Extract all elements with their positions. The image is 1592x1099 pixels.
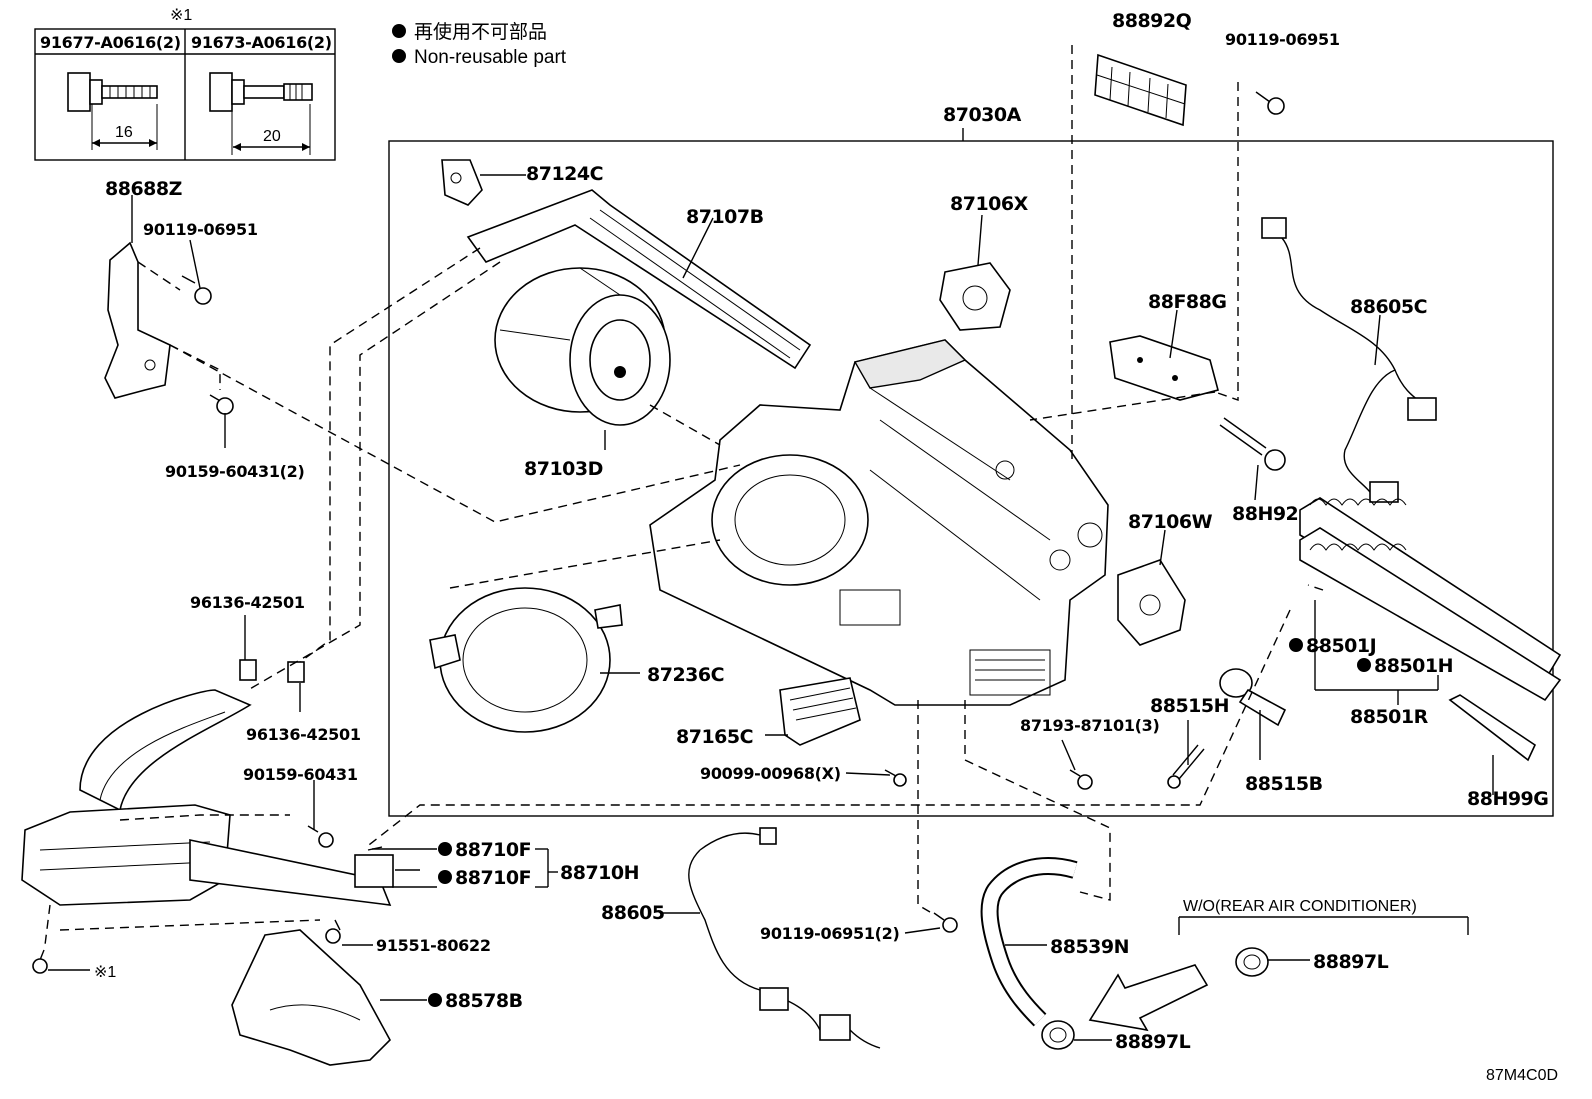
label-88578b: 88578B — [445, 990, 523, 1012]
seal-88578b-icon — [231, 929, 391, 1066]
blower-motor-87103d-icon — [494, 267, 671, 426]
label-88539n: 88539N — [1050, 936, 1129, 958]
hvac-case-icon — [649, 339, 1109, 706]
label-87193-87101-3: 87193-87101(3) — [1020, 716, 1160, 735]
label-90119-06951-2: 90119-06951(2) — [760, 924, 900, 943]
label-87165c: 87165C — [676, 726, 753, 748]
note-part-1: 91677-A0616(2) — [40, 33, 181, 52]
label-90119-06951-top: 90119-06951 — [1225, 30, 1340, 49]
label-88515h: 88515H — [1150, 695, 1229, 717]
bolt-88515h-icon — [1167, 744, 1205, 789]
duct-88710h-icon — [21, 689, 420, 906]
label-87106w: 87106W — [1128, 511, 1213, 533]
label-88710f-b: 88710F — [455, 867, 531, 889]
wo-bracket — [1178, 916, 1469, 935]
note-dim-2: 20 — [263, 128, 281, 145]
heater-core-88501r-icon — [1299, 497, 1562, 702]
clip-96136-a-icon — [239, 659, 257, 681]
bolt-20mm-icon: 20 — [209, 72, 313, 155]
diagram-code: 87M4C0D — [1486, 1067, 1558, 1084]
label-96136-42501-b: 96136-42501 — [246, 725, 361, 744]
assembly-lines — [44, 45, 1324, 946]
label-88897l-b: 88897L — [1115, 1031, 1191, 1053]
label-88688z: 88688Z — [105, 178, 182, 200]
clip-87124c-icon — [441, 159, 483, 206]
bolt-16mm-icon: 16 — [67, 72, 158, 150]
bullet-88710f-b — [438, 870, 452, 884]
label-87103d: 87103D — [524, 458, 603, 480]
direction-arrow-icon — [1088, 964, 1209, 1032]
strip-88h99g-icon — [1448, 694, 1537, 762]
bullet-88501h — [1357, 658, 1371, 672]
gasket-88892q-icon — [1094, 53, 1187, 127]
label-87236c: 87236C — [647, 664, 724, 686]
resistor-87165c-icon — [779, 677, 861, 746]
label-96136-42501-a: 96136-42501 — [190, 593, 305, 612]
label-88501j: 88501J — [1306, 635, 1376, 657]
legend-text-cn: 再使用不可部品 — [414, 21, 547, 43]
part-labels: 88892Q 90119-06951 87030A 88688Z 90119-0… — [94, 10, 1549, 1053]
label-88f88g: 88F88G — [1148, 291, 1226, 313]
label-88501h: 88501H — [1374, 655, 1453, 677]
screw-91551-icon — [325, 919, 341, 944]
screw-x1-icon — [32, 949, 48, 974]
label-88501r: 88501R — [1350, 706, 1429, 728]
leader-lines — [48, 174, 1494, 1041]
label-87106x: 87106X — [950, 193, 1029, 215]
legend: 再使用不可部品 Non-reusable part — [392, 21, 567, 68]
screw-90099-icon — [884, 769, 907, 787]
ring-87236c-icon — [429, 587, 623, 733]
grommet-88897l-icon — [1235, 947, 1269, 977]
duct-87107b-icon — [466, 189, 812, 370]
label-90099-00968-x: 90099-00968(X) — [700, 764, 841, 783]
label-88605c: 88605C — [1350, 296, 1427, 318]
screw-90119-top-icon — [1255, 91, 1285, 115]
note-marker: ※1 — [170, 7, 192, 24]
valve-88515b-icon — [1219, 668, 1287, 727]
label-90159-60431: 90159-60431 — [243, 765, 358, 784]
label-88605: 88605 — [601, 902, 665, 924]
sensor-88h92-icon — [1219, 417, 1286, 471]
wo-note: W/O(REAR AIR CONDITIONER) — [1183, 898, 1417, 915]
legend-text-en: Non-reusable part — [414, 47, 567, 68]
bullet-88501j — [1289, 638, 1303, 652]
label-88515b: 88515B — [1245, 773, 1323, 795]
label-87124c: 87124C — [526, 163, 603, 185]
servo-87106w-icon — [1117, 559, 1186, 646]
hose-88539n-icon — [980, 857, 1078, 1050]
label-90159-60431-2: 90159-60431(2) — [165, 462, 305, 481]
assembly-frame — [388, 140, 1554, 817]
label-88710h: 88710H — [560, 862, 639, 884]
label-88710f-a: 88710F — [455, 839, 531, 861]
wire-harness-88605-icon — [688, 827, 881, 1049]
bullet-88710f-a — [438, 842, 452, 856]
servo-87106x-icon — [939, 262, 1011, 331]
label-88892q: 88892Q — [1112, 10, 1192, 32]
screw-90119-bottom-icon — [933, 912, 958, 933]
note-dim-1: 16 — [115, 124, 133, 141]
label-88h92: 88H92 — [1232, 503, 1298, 525]
label-90119-06951-left: 90119-06951 — [143, 220, 258, 239]
label-marker-x1: ※1 — [94, 964, 116, 981]
bullet-88578b — [428, 993, 442, 1007]
note-box: ※1 91677-A0616(2) 91673-A0616(2) 16 — [34, 7, 336, 161]
label-87030a: 87030A — [943, 104, 1022, 126]
plate-88f88g-icon — [1109, 335, 1219, 401]
screw-87193-icon — [1069, 769, 1093, 790]
label-87107b: 87107B — [686, 206, 764, 228]
bracket-88688z-icon — [104, 241, 234, 415]
wire-harness-88605c-icon — [1261, 217, 1437, 503]
label-88h99g: 88H99G — [1467, 788, 1548, 810]
label-91551-80622: 91551-80622 — [376, 936, 491, 955]
label-88897l-a: 88897L — [1313, 951, 1389, 973]
note-part-2: 91673-A0616(2) — [191, 33, 332, 52]
